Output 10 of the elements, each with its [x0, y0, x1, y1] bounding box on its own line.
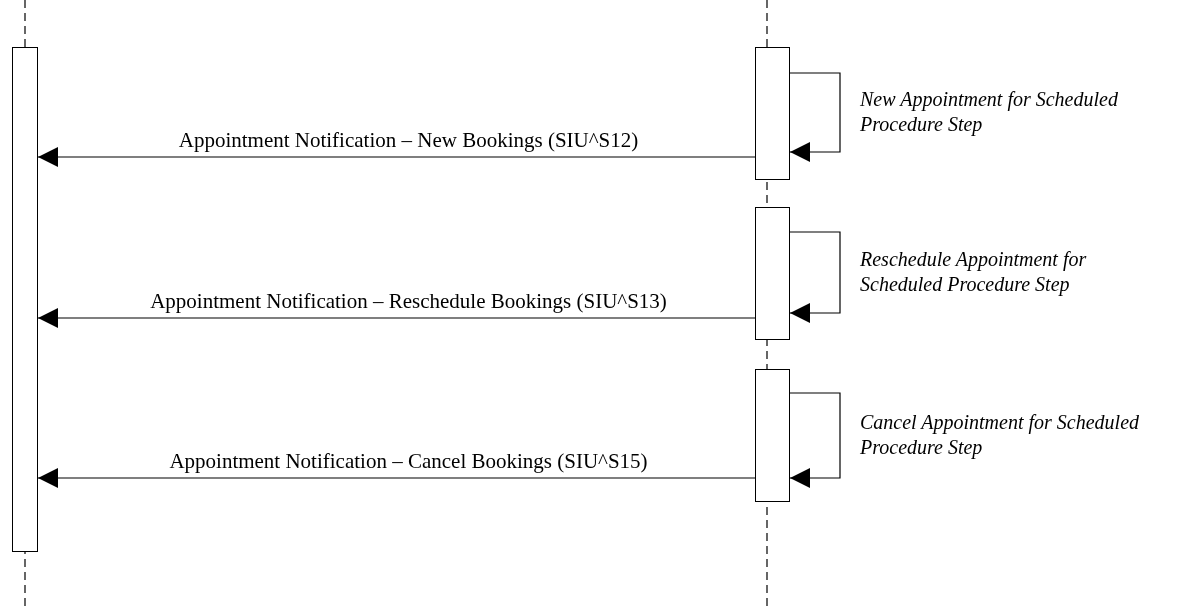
message-arrow	[37, 468, 756, 488]
activation-bar	[755, 207, 790, 340]
activation-bar	[12, 47, 38, 552]
message-arrow	[37, 147, 756, 167]
self-message-arrow	[789, 392, 841, 488]
self-message-arrow	[789, 231, 841, 323]
activation-bar	[755, 47, 790, 180]
message-arrow	[37, 308, 756, 328]
self-message-arrow	[789, 72, 841, 162]
activation-bar	[755, 369, 790, 502]
